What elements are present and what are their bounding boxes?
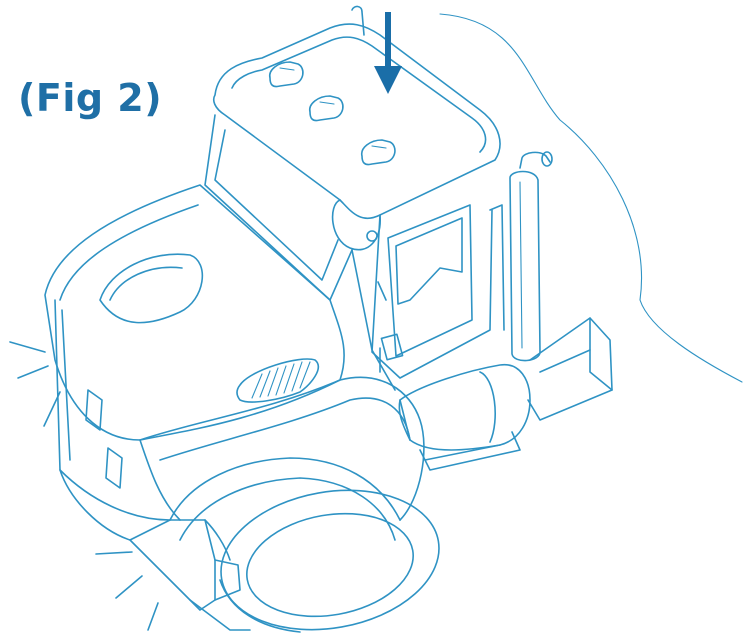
- figure-label: (Fig 2): [18, 76, 163, 120]
- arrow-down-icon: [374, 12, 402, 94]
- fuel-tank: [398, 317, 613, 471]
- truck-hood: [44, 184, 345, 521]
- front-fender: [139, 376, 425, 541]
- side-vent: [236, 358, 320, 403]
- roof-lights: [268, 61, 396, 166]
- front-bumper: [129, 519, 251, 631]
- truck-grille: [54, 299, 171, 541]
- cab-body: [204, 114, 505, 391]
- cab-roof: [212, 23, 501, 251]
- exhaust-stack: [351, 5, 553, 362]
- motion-lines-icon: [9, 341, 159, 631]
- front-wheel: [219, 489, 440, 633]
- ground-curve: [439, 13, 743, 383]
